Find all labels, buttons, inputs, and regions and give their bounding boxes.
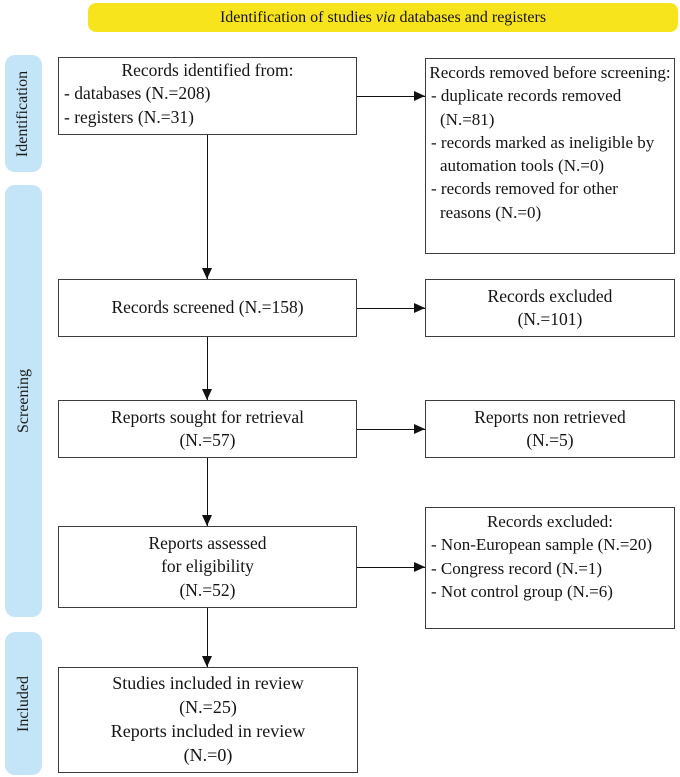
box-reports-assessed-line: (N.=52) (179, 579, 236, 600)
box-studies-included-line: (N.=0) (183, 744, 233, 765)
list-item: - Not control group (N.=6) (431, 581, 613, 601)
box-records-removed-items: - duplicate records removed (N.=81) - re… (426, 84, 674, 224)
box-reports-assessed-line: for eligibility (161, 556, 254, 577)
arrow-down-sought-to-assessed (202, 458, 212, 526)
box-studies-included-line: Reports included in review (110, 721, 306, 741)
banner-title: Identification of studies via databases … (88, 3, 678, 32)
stage-label-identification-text: Identification (14, 70, 32, 157)
box-records-excluded-line: (N.=101) (517, 309, 583, 329)
box-reports-sought: Reports sought for retrieval (N.=57) (58, 400, 357, 458)
list-item: - databases (N.=208) (64, 83, 211, 104)
stage-label-screening-text: Screening (14, 369, 32, 433)
box-reports-sought-line: Reports sought for retrieval (111, 406, 304, 427)
arrow-right-assessed-to-excluded (357, 562, 425, 572)
box-records-identified-items: - databases (N.=208) - registers (N.=31) (59, 82, 356, 129)
arrow-right-identified-to-removed (357, 91, 425, 101)
list-item: - Non-European sample (N.=20) (431, 535, 653, 555)
box-studies-included: Studies included in review (N.=25) Repor… (58, 667, 358, 773)
box-reports-assessed: Reports assessed for eligibility (N.=52) (58, 526, 357, 608)
list-item: - Congress record (N.=1) (431, 558, 603, 578)
arrow-down-assessed-to-included (202, 608, 212, 667)
banner-text-after: databases and registers (395, 8, 547, 26)
arrow-down-screened-to-sought (202, 337, 212, 400)
banner-text-before: Identification of studies (219, 8, 376, 26)
box-studies-included-line: (N.=25) (179, 697, 237, 718)
list-item: - records marked as ineligible by automa… (431, 132, 655, 176)
banner-italic-word: via (375, 8, 396, 26)
box-reports-sought-line: (N.=57) (179, 430, 236, 450)
box-records-excluded-line: Records excluded (487, 285, 613, 306)
box-reports-non-retrieved-line: Reports non retrieved (474, 406, 626, 427)
box-records-excluded-eligibility-title: Records excluded: (486, 512, 614, 531)
stage-label-screening: Screening (5, 185, 42, 617)
box-records-excluded-eligibility-items: - Non-European sample (N.=20) - Congress… (426, 533, 674, 603)
stage-label-included-text: Included (14, 675, 32, 732)
box-records-screened-line: Records screened (N.=158) (111, 297, 304, 318)
arrow-down-identified-to-screened (202, 135, 212, 279)
box-records-excluded: Records excluded (N.=101) (425, 279, 675, 337)
arrow-right-screened-to-excluded (357, 303, 425, 313)
box-records-screened: Records screened (N.=158) (58, 279, 357, 337)
box-records-identified-title: Records identified from: (121, 60, 294, 80)
box-reports-assessed-line: Reports assessed (148, 533, 267, 554)
box-records-removed-title: Records removed before screening: (429, 63, 671, 82)
stage-label-identification: Identification (5, 55, 42, 172)
box-studies-included-line: Studies included in review (112, 673, 304, 694)
arrow-right-sought-to-nonretrieved (357, 424, 425, 434)
box-reports-non-retrieved: Reports non retrieved (N.=5) (425, 400, 675, 458)
list-item: - records removed for other reasons (N.=… (431, 179, 618, 222)
box-reports-non-retrieved-line: (N.=5) (526, 430, 574, 450)
list-item: - registers (N.=31) (64, 106, 194, 127)
box-records-removed-before-screening: Records removed before screening: - dupl… (425, 58, 675, 254)
list-item: - duplicate records removed (N.=81) (431, 86, 622, 129)
stage-label-included: Included (5, 632, 42, 775)
box-records-excluded-eligibility: Records excluded: - Non-European sample … (425, 507, 675, 629)
box-records-identified: Records identified from: - databases (N.… (58, 57, 357, 135)
